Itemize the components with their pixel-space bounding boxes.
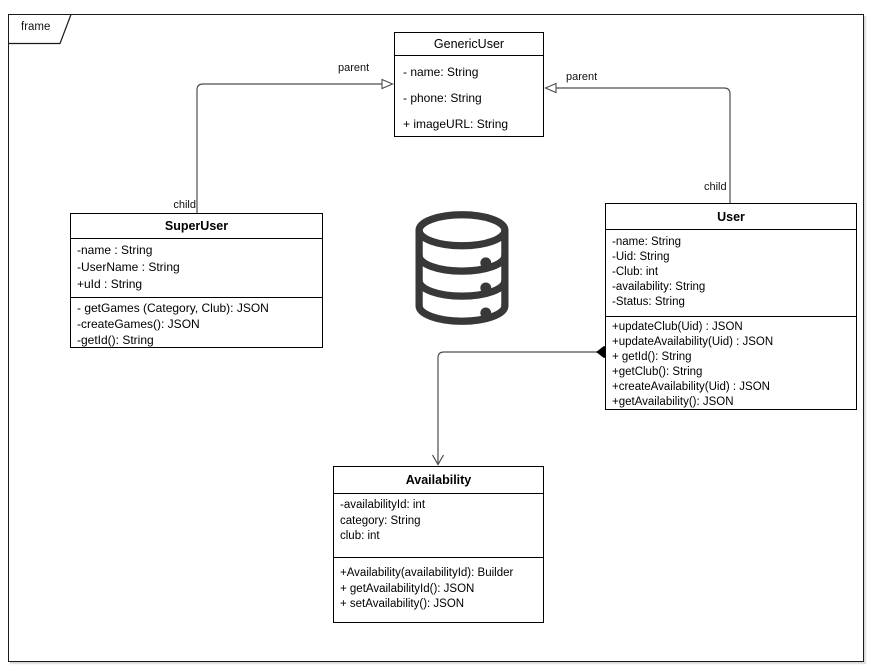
class-node-availability[interactable]: Availability -availabilityId: int categor… [333, 466, 544, 623]
class-member: + setAvailability(): JSON [340, 598, 465, 610]
class-member: +getAvailability(): JSON [612, 396, 734, 408]
edge-label-parent: parent [338, 62, 370, 74]
class-member: -Uid: String [612, 251, 670, 263]
class-member: -createGames(): JSON [77, 317, 200, 331]
class-member: - phone: String [403, 91, 482, 105]
class-title: Availability [334, 467, 543, 494]
class-member: +uId : String [77, 277, 143, 291]
class-methods: +updateClub(Uid) : JSON +updateAvailabili… [606, 316, 856, 410]
class-member: -UserName : String [77, 260, 180, 274]
class-member: +Availability(availabilityId): Builder [340, 567, 514, 579]
class-title: GenericUser [395, 33, 543, 56]
class-title: User [606, 204, 856, 230]
class-member: +getClub(): String [612, 366, 703, 378]
class-member: -availability: String [612, 281, 706, 293]
class-node-user[interactable]: User -name: String -Uid: String -Club: int… [605, 203, 857, 410]
class-attributes: -name : String -UserName : String +uId : S… [71, 239, 322, 297]
class-member: club: int [340, 530, 380, 542]
class-member: +updateClub(Uid) : JSON [612, 321, 743, 333]
class-attributes: -availabilityId: int category: String club… [334, 494, 543, 557]
class-member: + getId(): String [612, 351, 692, 363]
edge-label-child: child [173, 199, 196, 211]
uml-frame-border [8, 14, 864, 662]
edge-label-parent: parent [566, 71, 598, 83]
frame-label: frame [21, 21, 51, 33]
class-member: +updateAvailability(Uid) : JSON [612, 336, 774, 348]
class-member: + imageURL: String [403, 117, 509, 131]
class-member: -name: String [612, 236, 682, 248]
class-attributes: - name: String - phone: String + imageURL:… [395, 56, 543, 137]
class-member: category: String [340, 514, 421, 527]
class-member: -Club: int [612, 266, 659, 278]
class-title: SuperUser [71, 214, 322, 239]
class-member: -name : String [77, 243, 153, 257]
class-member: - getGames (Category, Club): JSON [77, 301, 269, 315]
class-member: - name: String [403, 65, 479, 79]
class-attributes: -name: String -Uid: String -Club: int -avai… [606, 230, 856, 316]
database-icon[interactable] [400, 202, 524, 334]
class-member: -availabilityId: int [340, 499, 426, 511]
class-methods: +Availability(availabilityId): Builder + … [334, 557, 543, 623]
class-node-genericuser[interactable]: GenericUser - name: String - phone: Strin… [394, 32, 544, 137]
class-methods: - getGames (Category, Club): JSON -create… [71, 297, 322, 348]
edge-label-child: child [704, 181, 727, 193]
class-member: -getId(): String [77, 333, 154, 347]
class-member: -Status: String [612, 296, 685, 308]
class-node-superuser[interactable]: SuperUser -name : String -UserName : Stri… [70, 213, 323, 348]
class-member: +createAvailability(Uid) : JSON [612, 381, 770, 393]
class-member: + getAvailabilityId(): JSON [340, 582, 475, 595]
